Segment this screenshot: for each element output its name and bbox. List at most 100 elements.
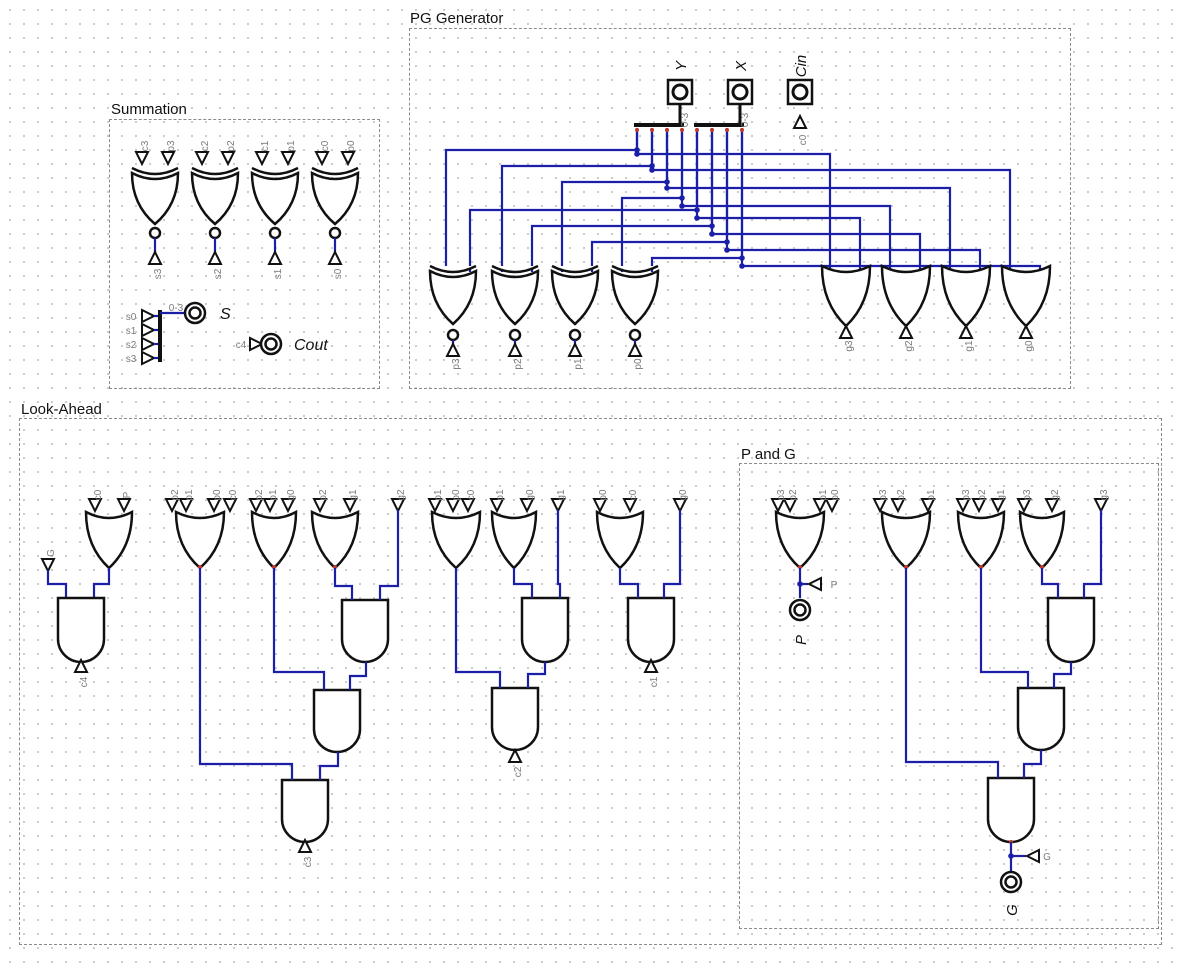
xor-arc — [429, 264, 477, 274]
p-and-g-section — [739, 463, 1159, 929]
c4-out-label: c4 — [79, 676, 90, 687]
g-or2-gate — [1016, 686, 1066, 752]
g-out-label: g0 — [1024, 340, 1035, 352]
sum-out-label: s2 — [213, 268, 224, 279]
xor-arc — [131, 166, 179, 176]
g-in-tunnel — [890, 498, 906, 514]
c3b-in-tunnel — [262, 498, 278, 514]
p-out-tunnel — [507, 341, 523, 357]
xor-arc — [191, 166, 239, 176]
p-in-tunnel — [824, 498, 840, 514]
c2-in-tunnel — [460, 498, 476, 514]
p-io-label: P — [793, 635, 810, 645]
c3-in-label: c0 — [228, 489, 239, 500]
p-out-label: p3 — [451, 358, 462, 370]
c4-in-tunnel — [116, 498, 132, 514]
sum-in-label: p3 — [166, 140, 177, 152]
gb-in-tunnel — [971, 498, 987, 514]
sum-in-label: p0 — [346, 140, 357, 152]
p-output-pin-ring — [793, 603, 807, 617]
c3-w3 — [348, 662, 368, 690]
c3-w5 — [318, 752, 340, 780]
c3b-in-label: p1 — [268, 489, 279, 501]
c3-and2-gate — [312, 688, 362, 754]
c3-in-tunnel — [164, 498, 180, 514]
sum-out-tunnel — [327, 249, 343, 265]
c1-w2 — [662, 510, 682, 598]
g-tunnel — [1024, 848, 1040, 864]
c1-out-tunnel — [643, 657, 659, 673]
sum-xnor-gate — [130, 170, 180, 226]
g-w6 — [904, 568, 1000, 778]
junction-dot — [739, 263, 745, 269]
sum-in-label: c2 — [200, 140, 211, 151]
and-gate-g2 — [880, 263, 932, 328]
pg-generator-section — [409, 28, 1071, 389]
g-out-tunnel — [1018, 323, 1034, 339]
g-w5 — [1022, 750, 1043, 778]
g-out-label: g2 — [904, 340, 915, 352]
gd-in-tunnel — [1093, 498, 1109, 514]
c4-tunnel-label: c4 — [236, 340, 247, 351]
xor-arc — [611, 264, 659, 274]
bundle-in-label: s2 — [126, 340, 137, 351]
c4-and-gate — [56, 596, 106, 664]
p-in-tunnel — [782, 498, 798, 514]
junction-dot — [664, 185, 670, 191]
s-output-pin-ring — [188, 306, 202, 320]
sum-in-tunnel — [254, 151, 270, 167]
c2b-in-label: p1 — [495, 489, 506, 501]
c3c-in-label: p2 — [318, 489, 329, 501]
g-w2 — [1082, 510, 1103, 598]
pin-dot — [725, 128, 729, 132]
c2-and1-gate — [520, 596, 570, 664]
c2-w3 — [526, 662, 547, 688]
gb-in-tunnel — [990, 498, 1006, 514]
sum-in-tunnel — [314, 151, 330, 167]
c4-in-label: c0 — [93, 489, 104, 500]
c3b-in-label: p2 — [254, 489, 265, 501]
p-and-g-title: P and G — [741, 446, 796, 463]
c1-in-label: p0 — [598, 489, 609, 501]
g-tunnel — [40, 558, 56, 574]
bundle-in-label: s0 — [126, 312, 137, 323]
c2-in-label: p1 — [433, 489, 444, 501]
c3-or2-gate — [310, 509, 360, 570]
p-in-label: p2 — [788, 489, 799, 501]
xor-gate-p1 — [550, 268, 600, 326]
gb-in-label: g1 — [996, 489, 1007, 501]
junction-dot — [724, 247, 730, 253]
pin-dot — [680, 128, 684, 132]
c1-or-gate — [595, 509, 645, 570]
c1-in-tunnel — [622, 498, 638, 514]
junction-dot — [649, 167, 655, 173]
x-io-label: X — [733, 60, 750, 72]
summation-title: Summation — [111, 101, 187, 118]
sum-in-label: c0 — [320, 140, 331, 151]
p-in-label: p0 — [830, 489, 841, 501]
sum-in-label: p1 — [286, 140, 297, 152]
gc-in-tunnel — [1016, 498, 1032, 514]
g-in-label: p3 — [878, 489, 889, 501]
c3d-in-tunnel — [390, 498, 406, 514]
sum-xnor-gate — [190, 170, 240, 226]
junction-dot — [694, 215, 700, 221]
gd-in-label: g3 — [1099, 489, 1110, 501]
c3c-in-label: g1 — [348, 489, 359, 501]
g-tunnel-label: G — [46, 549, 57, 557]
p-out-label: p0 — [633, 358, 644, 370]
sum-xnor-gate — [310, 170, 360, 226]
y-input-pin-ring — [671, 83, 689, 101]
summation-section — [109, 119, 380, 389]
c2-and2-gate — [490, 686, 540, 752]
gb-in-label: p2 — [977, 489, 988, 501]
c3b-in-tunnel — [280, 498, 296, 514]
y-to-and-wire — [680, 128, 892, 272]
c1b-in-tunnel — [672, 498, 688, 514]
gb-in-tunnel — [955, 498, 971, 514]
sum-bubble — [148, 226, 162, 240]
g-or3-gate — [986, 776, 1036, 844]
xor-gate-p0 — [610, 268, 660, 326]
gb-in-label: p3 — [961, 489, 972, 501]
c1b-in-label: g0 — [678, 489, 689, 501]
